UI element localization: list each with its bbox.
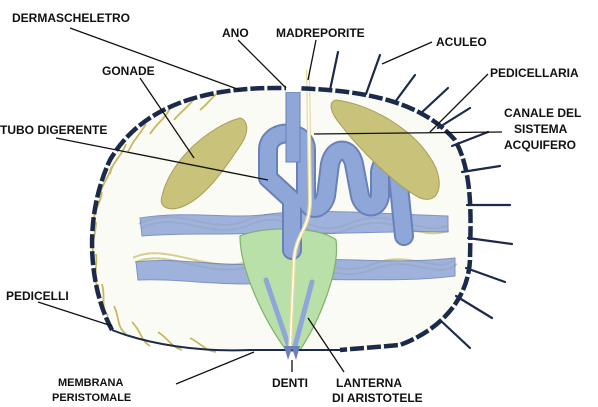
leader-pedicellaria — [430, 74, 488, 132]
leader-dermascheletro — [70, 28, 240, 90]
label-canale-line3: ACQUIFERO — [504, 138, 576, 152]
label-pedicellaria: PEDICELLARIA — [490, 66, 579, 80]
label-dermascheletro: DERMASCHELETRO — [12, 11, 130, 25]
label-lanterna-line2: DI ARISTOTELE — [332, 391, 423, 405]
spine — [438, 108, 470, 128]
label-canale-line2: SISTEMA — [514, 122, 568, 136]
rectum — [286, 92, 300, 162]
label-tubo-digerente: TUBO DIGERENTE — [0, 123, 107, 137]
label-membrana-line2: PERISTOMALE — [52, 392, 131, 404]
spine — [330, 52, 338, 90]
spine — [466, 268, 505, 282]
spine — [366, 55, 380, 94]
leader-membrana — [176, 352, 254, 384]
label-madreporite: MADREPORITE — [276, 26, 365, 40]
label-ano: ANO — [222, 26, 249, 40]
label-membrana-line1: MEMBRANA — [58, 377, 123, 389]
spine — [420, 88, 448, 114]
leader-madreporite — [308, 40, 316, 80]
label-gonade: GONADE — [102, 64, 155, 78]
label-lanterna-line1: LANTERNA — [336, 376, 402, 390]
spine — [395, 75, 415, 102]
label-pedicelli: PEDICELLI — [6, 289, 69, 303]
label-aculeo: ACULEO — [436, 35, 487, 49]
anus-opening — [286, 84, 300, 92]
label-canale-line1: CANALE DEL — [504, 106, 581, 120]
leader-ano — [238, 40, 286, 88]
label-denti: DENTI — [272, 376, 308, 390]
spine — [456, 296, 492, 318]
spine — [468, 238, 512, 244]
spine — [440, 320, 470, 348]
leader-aculeo — [382, 42, 432, 64]
